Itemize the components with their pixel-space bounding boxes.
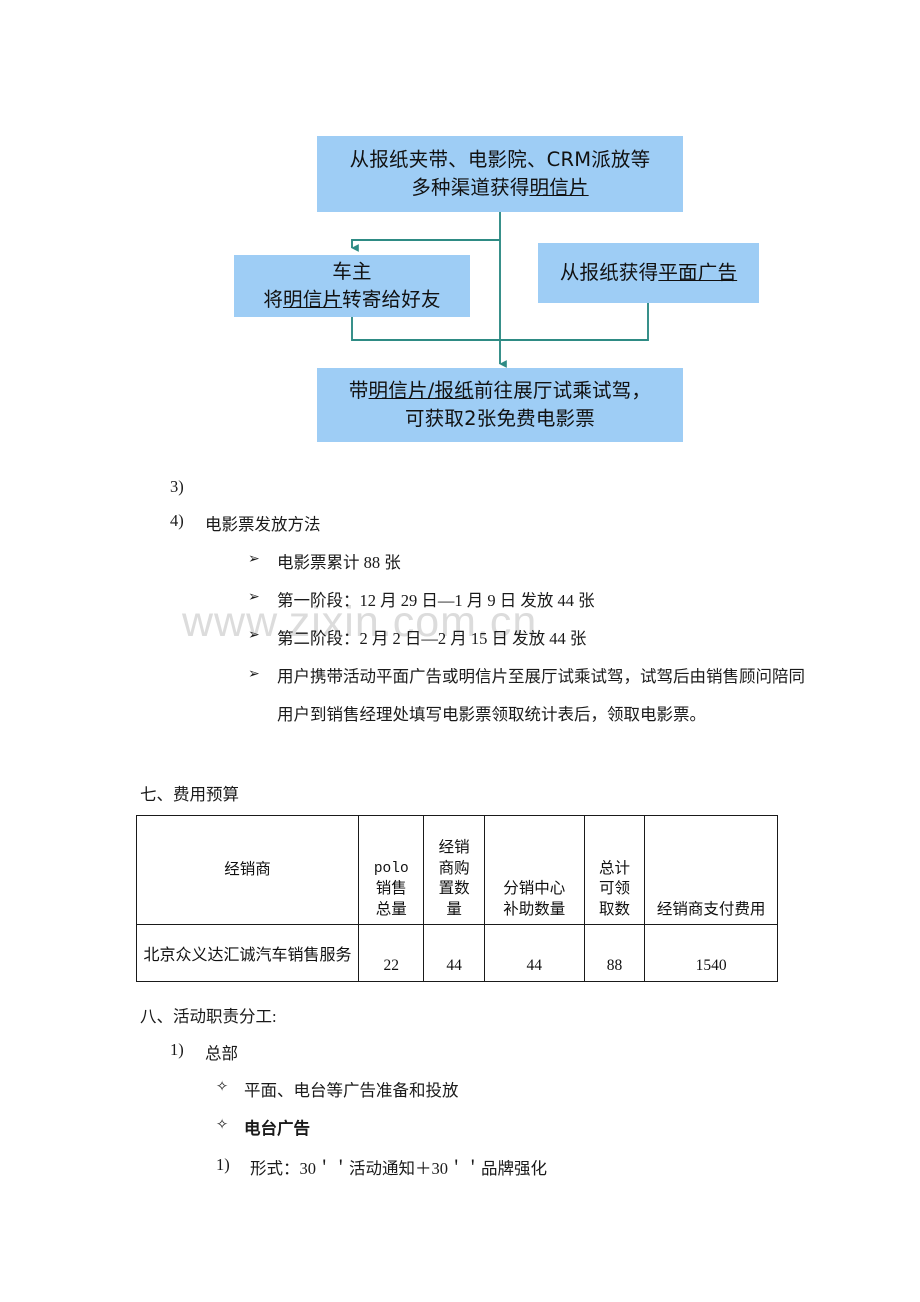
header-purchase-qty: 经销 商购 置数 量 [423,815,485,925]
flow-box-bottom-line1-underlined: 明信片/报纸 [368,379,474,403]
section-eight-heading: 八、活动职责分工: [140,1007,277,1026]
flow-box-test-drive-reward: 带明信片/报纸前往展厅试乘试驾， 可获取2张免费电影票 [317,368,683,442]
header-dealer: 经销商 [135,815,360,925]
flow-box-bottom-line1-post: 前往展厅试乘试驾， [473,379,652,403]
flow-box-car-owner-forward: 车主 将明信片转寄给好友 [234,255,470,317]
header-subsidy-qty-l2: 补助数量 [503,900,566,918]
section-seven-heading: 七、费用预算 [140,785,239,804]
header-total-claimable-l1: 总计 [598,859,630,877]
header-subsidy-qty: 分销中心 补助数量 [483,815,585,925]
bullet-arrow-icon-4: ➢ [248,666,260,682]
bullet-diamond-icon-2: ✧ [216,1117,229,1133]
header-purchase-qty-l3: 置数 [438,880,470,898]
flow-box-newspaper-print-ad: 从报纸获得平面广告 [538,243,759,303]
flow-box-owner-line1: 车主 [332,260,372,284]
bullet-text-phase-two: 第二阶段：2 月 2 日—2 月 15 日 发放 44 张 [277,629,587,648]
section-eight-numbered-1-marker: 1) [216,1155,230,1174]
flow-box-top-line1: 从报纸夹带、电影院、CRM派放等 [349,148,651,172]
flowchart-connectors [351,212,649,368]
table-header-row: 经销商 polo 销售 总量 经销 商购 置数 量 分销中心 补助数量 总 [135,815,778,925]
watermark-text: www.zixin.com.cn [182,598,538,646]
cell-purchase-qty: 44 [423,924,485,982]
header-purchase-qty-l2: 商购 [438,859,470,877]
section-eight-item1-marker: 1) [170,1040,184,1059]
list-item-4-marker: 4) [170,511,184,530]
list-item-3-marker: 3) [170,477,184,496]
flow-box-owner-line2-pre: 将 [263,288,284,311]
bullet-arrow-icon-3: ➢ [248,627,260,643]
section-eight-numbered-1-text: 形式：30＇＇活动通知＋30＇＇品牌强化 [250,1159,547,1178]
sub-bullet-text-radio-ad: 电台广告 [244,1119,310,1138]
header-total-claimable-l3: 取数 [598,900,630,918]
bullet-text-redeem-process-line1: 用户携带活动平面广告或明信片至展厅试乘试驾，试驾后由销售顾问陪同 [277,667,805,686]
header-total-claimable-l2: 可领 [598,880,630,898]
flow-box-bottom-line1-pre: 带 [348,379,369,403]
bullet-diamond-icon-1: ✧ [216,1079,229,1095]
section-eight-item1-text: 总部 [205,1044,238,1063]
header-polo-sales-l1: polo [373,860,409,877]
header-polo-sales-l2: 销售 [375,880,407,898]
header-payment: 经销商支付费用 [644,815,778,925]
sub-bullet-text-ad-prep: 平面、电台等广告准备和投放 [244,1081,459,1100]
cell-payment: 1540 [644,924,778,982]
flow-box-postcard-channels: 从报纸夹带、电影院、CRM派放等 多种渠道获得明信片 [317,136,683,212]
flow-box-owner-line2-underlined: 明信片 [283,288,343,311]
flow-box-bottom-line2: 可获取2张免费电影票 [405,407,595,430]
list-item-4-text: 电影票发放方法 [205,515,321,534]
flow-box-owner-line2-post: 转寄给好友 [342,288,441,311]
bullet-arrow-icon-2: ➢ [248,589,260,605]
flow-box-top-line2-underlined: 明信片 [529,176,589,199]
cell-total-claimable: 88 [583,924,646,982]
flow-box-top-line2-plain: 多种渠道获得 [411,176,530,199]
header-subsidy-qty-l1: 分销中心 [503,880,566,898]
cell-dealer-name: 北京众义达汇诚汽车销售服务 [135,924,360,982]
flow-box-print-underlined: 平面广告 [658,261,738,285]
header-polo-sales: polo 销售 总量 [358,815,425,925]
header-purchase-qty-l4: 量 [446,900,462,918]
budget-table: 经销商 polo 销售 总量 经销 商购 置数 量 分销中心 补助数量 总 [135,815,778,982]
flow-box-print-plain: 从报纸获得 [559,261,659,285]
bullet-arrow-icon-1: ➢ [248,551,260,567]
bullet-text-ticket-total: 电影票累计 88 张 [277,553,401,572]
table-row: 北京众义达汇诚汽车销售服务 22 44 44 88 1540 [135,924,778,982]
cell-polo-sales: 22 [358,924,425,982]
bullet-text-redeem-process-line2: 用户到销售经理处填写电影票领取统计表后，领取电影票。 [277,705,706,724]
cell-subsidy-qty: 44 [483,924,585,982]
header-purchase-qty-l1: 经销 [438,839,470,857]
bullet-text-phase-one: 第一阶段：12 月 29 日—1 月 9 日 发放 44 张 [277,591,595,610]
header-polo-sales-l3: 总量 [375,900,407,918]
header-total-claimable: 总计 可领 取数 [583,815,646,925]
flowchart: 从报纸夹带、电影院、CRM派放等 多种渠道获得明信片 车主 将明信片转寄给好友 … [0,0,920,470]
